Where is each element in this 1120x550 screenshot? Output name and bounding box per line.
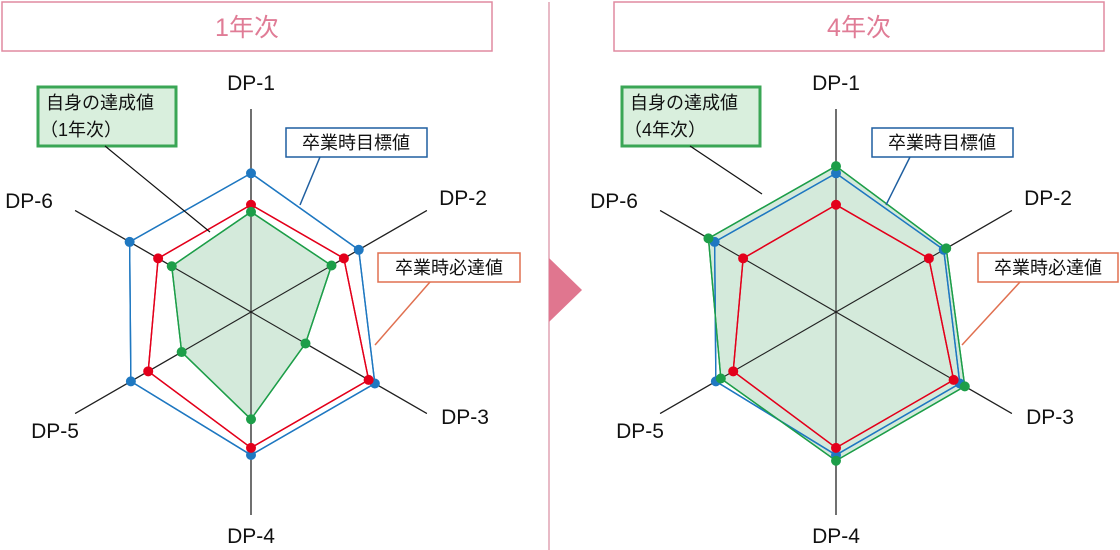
panel-title: 4年次: [827, 14, 891, 42]
target-point-dp-5: [125, 376, 136, 387]
axis-overlay-dp-5: [74, 311, 252, 415]
self-point-dp-1: [246, 206, 256, 217]
axis-overlay-dp-6: [659, 209, 837, 313]
self-point-dp-4: [246, 414, 256, 425]
required-point-dp-3: [363, 374, 374, 385]
axis-label-dp-4: DP-4: [227, 525, 275, 548]
required-value-box: [977, 252, 1119, 283]
panel-title-box: [613, 1, 1105, 52]
axis-label-dp-5: DP-5: [616, 420, 664, 443]
required-point-dp-1: [831, 199, 841, 210]
self-value-label-line2: （4年次）: [624, 120, 706, 140]
panel-title-box: [1, 1, 493, 52]
axis-overlay-dp-5: [659, 311, 837, 415]
self-point-dp-6: [703, 233, 714, 244]
axis-overlay-dp-3: [250, 311, 428, 415]
self-point-dp-1: [831, 161, 841, 172]
target-leader-line: [885, 156, 911, 206]
required-point-dp-3: [948, 374, 959, 385]
required-point-dp-4: [831, 442, 841, 453]
radar-chart-year4: DP-1DP-2DP-3DP-4 DP-5 DP-6: [590, 72, 1074, 548]
target-point-dp-1: [831, 168, 841, 179]
self-value-label-line1: 自身の達成値: [630, 93, 738, 113]
required-value-label: 卒業時必達値: [395, 258, 503, 278]
self-value-label-line1: 自身の達成値: [46, 93, 154, 113]
required-point-dp-2: [923, 253, 934, 264]
axis-overlay-dp-2: [250, 209, 428, 313]
required-point-dp-1: [246, 199, 256, 210]
target-point-dp-1: [246, 168, 256, 179]
target-point-dp-4: [246, 450, 256, 460]
progress-arrow: [549, 258, 582, 322]
required-point-dp-4: [246, 442, 256, 453]
self-point-dp-3: [959, 381, 970, 392]
target-value-box: [871, 127, 1014, 158]
self-series-polygon: [707, 165, 966, 462]
self-leader-line: [104, 145, 211, 233]
self-point-dp-5: [176, 347, 187, 358]
self-point-dp-6: [166, 261, 177, 272]
required-point-dp-5: [728, 366, 739, 377]
axis-overlay-dp-2: [835, 209, 1013, 313]
target-point-dp-6: [124, 236, 135, 247]
required-leader-line: [961, 281, 1021, 346]
axis-label-dp-5: DP-5: [31, 420, 79, 443]
required-point-dp-6: [738, 253, 749, 264]
self-series-polygon: [170, 211, 333, 421]
axis-label-dp-4: DP-4: [812, 525, 860, 548]
required-point-dp-6: [153, 253, 164, 264]
axis-label-dp-2: DP-2: [439, 187, 487, 210]
axis-label-dp-1: DP-1: [227, 72, 275, 95]
required-leader-line: [374, 281, 431, 346]
self-point-dp-2: [941, 243, 952, 254]
target-value-label: 卒業時目標値: [888, 133, 996, 153]
required-point-dp-5: [143, 366, 154, 377]
self-point-dp-3: [300, 338, 311, 349]
axis-label-dp-6: DP-6: [5, 190, 53, 213]
required-point-dp-2: [338, 253, 349, 264]
target-point-dp-2: [353, 244, 364, 255]
target-value-box: [285, 127, 428, 158]
panel-title: 1年次: [215, 14, 279, 42]
required-value-label: 卒業時必達値: [994, 258, 1102, 278]
axis-label-dp-3: DP-3: [1026, 406, 1074, 429]
self-point-dp-4: [831, 455, 841, 466]
axis-label-dp-3: DP-3: [441, 406, 489, 429]
target-leader-line: [299, 156, 321, 206]
radar-chart-year1: DP-1DP-2DP-3DP-4 DP-5 DP-6: [5, 72, 489, 548]
required-value-box: [377, 252, 521, 283]
axis-label-dp-6: DP-6: [590, 190, 638, 213]
panel-year4: 4年次 DP-1DP-2DP-3DP-4 DP-5 DP-6 自身の達成値 （4年次…: [590, 1, 1119, 548]
axis-overlay-dp-6: [74, 209, 252, 313]
axis-overlay-dp-3: [835, 311, 1013, 415]
target-value-label: 卒業時目標値: [302, 133, 410, 153]
self-value-box: [36, 85, 178, 148]
axis-label-dp-1: DP-1: [812, 72, 860, 95]
panel-year1: 1年次 DP-1DP-2DP-3DP-4 DP-5 DP-6 自身の達成値 （1年次…: [1, 1, 521, 548]
self-point-dp-2: [326, 260, 337, 271]
self-point-dp-5: [715, 373, 726, 384]
axis-label-dp-2: DP-2: [1024, 187, 1072, 210]
self-value-label-line2: （1年次）: [40, 120, 122, 140]
self-leader-line: [689, 145, 763, 195]
